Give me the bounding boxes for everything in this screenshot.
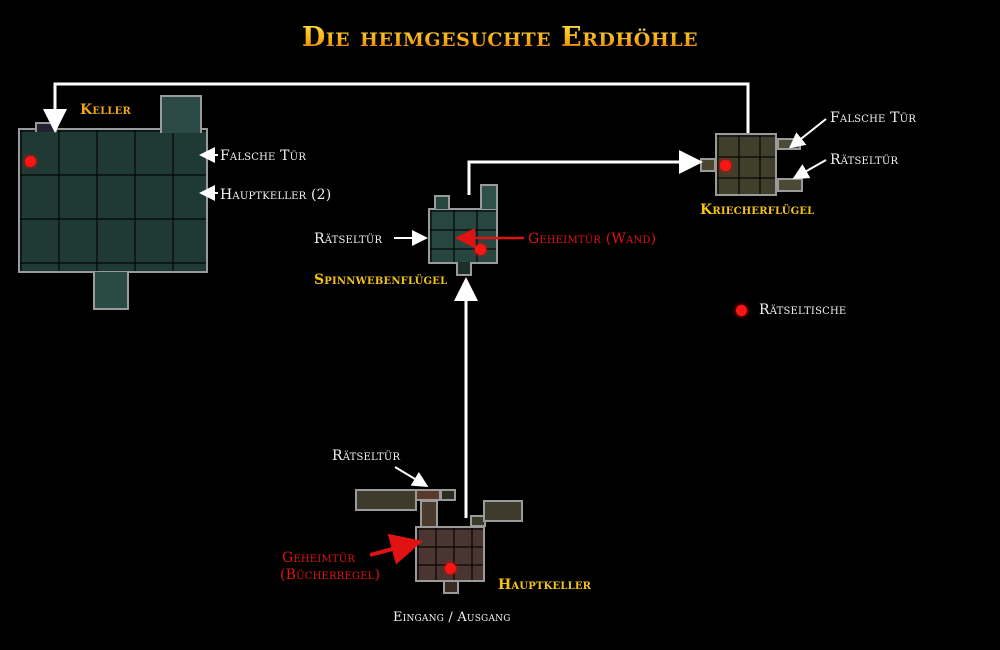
room-label-spinnwebenfluegel: Spinnwebenflügel [314,272,448,288]
annotation-falsche-tuer-keller: Falsche Tür [220,148,307,164]
room-label-hauptkeller: Hauptkeller [498,577,592,593]
room-label-kriecherfluegel: Kriecherflügel [700,202,815,218]
legend-puzzle-tables-label: Rätseltische [759,302,847,318]
map-title: Die heimgesuchte Erdhöhle [0,22,1000,53]
puzzle-table-marker [720,160,731,171]
annotation-raetseltuer-kriecher: Rätseltür [830,152,899,168]
annotation-raetseltuer-spinnweben: Rätseltür [314,231,383,247]
path-spinnweben-to-kriecher [467,150,703,195]
room-label-keller: Keller [80,102,131,118]
annotation-falsche-tuer-kriecher: Falsche Tür [830,110,917,126]
legend-puzzle-table-icon [736,305,747,316]
puzzle-table-marker [445,563,456,574]
puzzle-table-marker [475,244,486,255]
annotation-geheimtuer-buecher: Geheimtür [282,550,356,566]
annotation-geheimtuer-wand: Geheimtür (Wand) [528,231,657,247]
annotation-hauptkeller-2: Hauptkeller (2) [220,187,332,203]
annotation-buecherregel: (Bücherregel) [280,567,381,583]
puzzle-table-marker [25,156,36,167]
annotation-raetseltuer-haupt: Rätseltür [332,448,401,464]
path-kriecher-to-keller [43,82,750,133]
entrance-label: Eingang / Ausgang [393,610,511,625]
